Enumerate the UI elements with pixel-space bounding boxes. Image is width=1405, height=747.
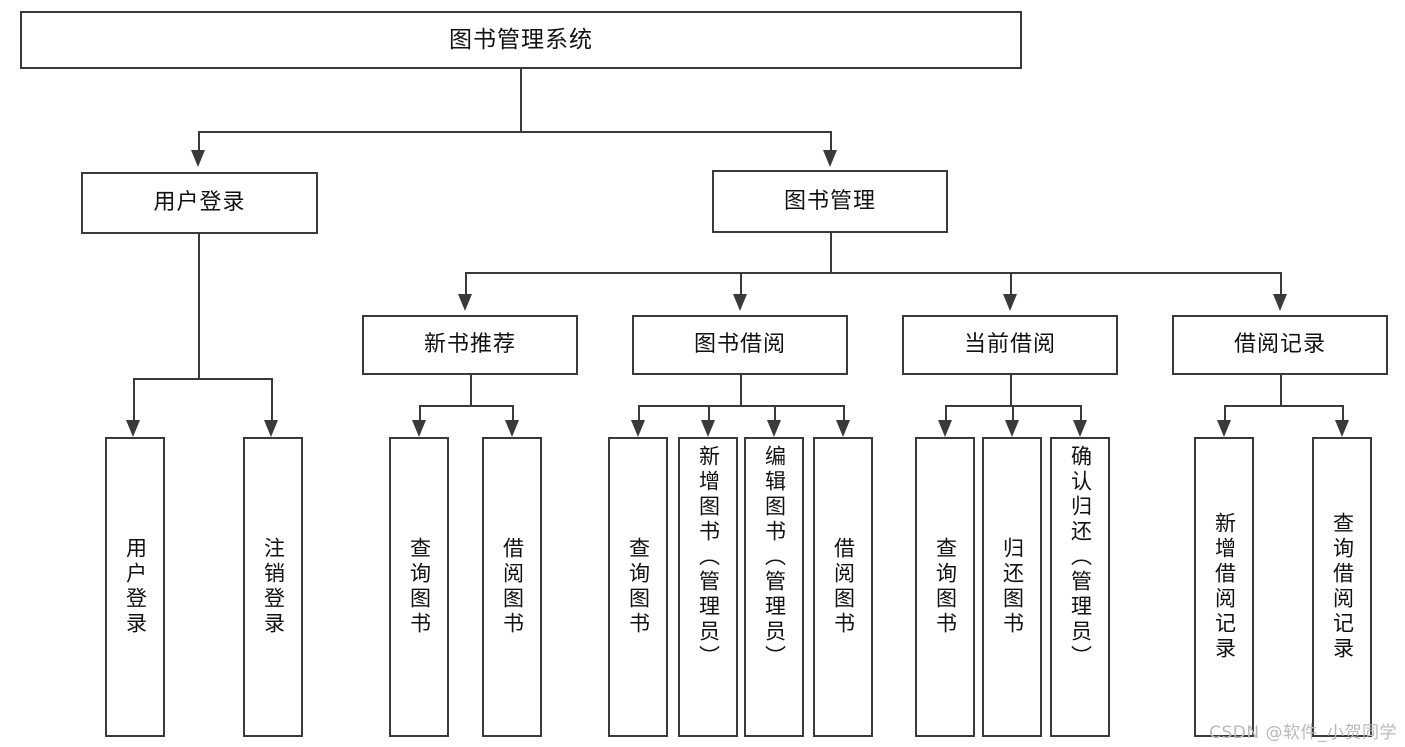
connector-book-borrow-bus — [638, 405, 843, 407]
connector-br-drop-2 — [1342, 405, 1344, 420]
connector-to-current-borrow — [1010, 272, 1012, 294]
node-leaf-user-login[interactable]: 用户登录 — [105, 437, 165, 737]
node-book-borrow[interactable]: 图书借阅 — [632, 315, 848, 375]
arrowhead-leaf-return-book — [1005, 420, 1019, 437]
connector-root-stem — [520, 69, 522, 131]
node-label: 当前借阅 — [963, 332, 1056, 358]
node-label: 确认归还（管理员） — [1068, 445, 1093, 670]
node-leaf-borrow-book-1[interactable]: 借阅图书 — [482, 437, 542, 737]
arrowhead-leaf-borrow-book-2 — [836, 420, 850, 437]
node-leaf-query-borrow-record[interactable]: 查询借阅记录 — [1312, 437, 1372, 737]
node-leaf-confirm-return-admin[interactable]: 确认归还（管理员） — [1050, 437, 1110, 737]
node-new-book-recommend[interactable]: 新书推荐 — [362, 315, 578, 375]
arrowhead-leaf-query-borrow-record — [1335, 420, 1349, 437]
connector-new-book-recommend-bus — [419, 405, 512, 407]
node-leaf-edit-book-admin[interactable]: 编辑图书（管理员） — [744, 437, 804, 737]
arrowhead-leaf-logout-login — [264, 420, 278, 437]
node-user-login[interactable]: 用户登录 — [81, 172, 318, 234]
node-label: 图书管理 — [783, 188, 876, 214]
connector-new-book-recommend-stem — [470, 375, 472, 405]
node-root-system[interactable]: 图书管理系统 — [20, 11, 1022, 69]
connector-user-login-stem — [198, 234, 200, 378]
arrowhead-leaf-add-book-admin — [701, 420, 715, 437]
node-label: 注销登录 — [261, 537, 286, 637]
node-leaf-add-borrow-record[interactable]: 新增借阅记录 — [1194, 437, 1254, 737]
arrowhead-leaf-borrow-book-1 — [505, 420, 519, 437]
arrowhead-new-book-recommend — [458, 294, 472, 311]
arrowhead-leaf-add-borrow-record — [1217, 420, 1231, 437]
connector-to-new-book-recommend — [465, 272, 467, 294]
node-leaf-query-book-3[interactable]: 查询图书 — [915, 437, 975, 737]
connector-cb-drop-2 — [1012, 405, 1014, 420]
node-book-manage[interactable]: 图书管理 — [712, 170, 948, 233]
node-label: 新增借阅记录 — [1212, 512, 1237, 662]
node-leaf-query-book-2[interactable]: 查询图书 — [608, 437, 668, 737]
node-label: 归还图书 — [1000, 537, 1025, 637]
arrowhead-current-borrow — [1003, 294, 1017, 311]
arrowhead-leaf-confirm-return-admin — [1073, 420, 1087, 437]
node-leaf-borrow-book-2[interactable]: 借阅图书 — [813, 437, 873, 737]
node-label: 查询图书 — [407, 537, 432, 637]
node-leaf-add-book-admin[interactable]: 新增图书（管理员） — [678, 437, 738, 737]
node-label: 用户登录 — [123, 537, 148, 637]
node-label: 编辑图书（管理员） — [762, 445, 787, 670]
node-label: 新增图书（管理员） — [696, 445, 721, 670]
connector-cb-drop-1 — [945, 405, 947, 420]
node-label: 查询借阅记录 — [1330, 512, 1355, 662]
csdn-watermark: CSDN @软件_小贺同学 — [1209, 723, 1397, 743]
connector-current-borrow-stem — [1010, 375, 1012, 405]
connector-book-borrow-stem — [740, 375, 742, 405]
arrowhead-leaf-edit-book-admin — [767, 420, 781, 437]
connector-nbr-drop-1 — [419, 405, 421, 420]
node-label: 借阅图书 — [500, 537, 525, 637]
arrowhead-leaf-query-book-1 — [412, 420, 426, 437]
arrowhead-leaf-user-login — [126, 420, 140, 437]
connector-bb-drop-2 — [708, 405, 710, 420]
connector-bb-drop-4 — [843, 405, 845, 420]
node-label: 图书借阅 — [693, 332, 786, 358]
node-leaf-logout-login[interactable]: 注销登录 — [243, 437, 303, 737]
arrowhead-user-login — [191, 150, 205, 167]
arrowhead-leaf-query-book-2 — [631, 420, 645, 437]
node-label: 查询图书 — [933, 537, 958, 637]
connector-to-borrow-record — [1280, 272, 1282, 294]
node-label: 查询图书 — [626, 537, 651, 637]
connector-user-login-left-drop — [133, 378, 135, 420]
connector-book-manage-stem — [830, 233, 832, 272]
connector-borrow-record-stem — [1280, 375, 1282, 405]
node-label: 图书管理系统 — [449, 26, 593, 53]
connector-cb-drop-3 — [1080, 405, 1082, 420]
node-label: 用户登录 — [153, 190, 246, 216]
node-label: 新书推荐 — [423, 332, 516, 358]
node-label: 借阅图书 — [831, 537, 856, 637]
node-borrow-record[interactable]: 借阅记录 — [1172, 315, 1388, 375]
connector-to-user-login — [198, 131, 200, 150]
arrowhead-leaf-query-book-3 — [938, 420, 952, 437]
node-leaf-return-book[interactable]: 归还图书 — [982, 437, 1042, 737]
connector-user-login-bus — [133, 378, 271, 380]
arrowhead-book-borrow — [733, 294, 747, 311]
arrowhead-borrow-record — [1273, 294, 1287, 311]
node-current-borrow[interactable]: 当前借阅 — [902, 315, 1118, 375]
connector-to-book-borrow — [740, 272, 742, 294]
node-label: 借阅记录 — [1233, 332, 1326, 358]
node-leaf-query-book-1[interactable]: 查询图书 — [389, 437, 449, 737]
connector-level3-bus — [465, 272, 1280, 274]
connector-borrow-record-bus — [1224, 405, 1342, 407]
connector-nbr-drop-2 — [512, 405, 514, 420]
connector-bb-drop-3 — [774, 405, 776, 420]
connector-bb-drop-1 — [638, 405, 640, 420]
connector-user-login-right-drop — [271, 378, 273, 420]
connector-br-drop-1 — [1224, 405, 1226, 420]
connector-level2-bus — [198, 131, 832, 133]
connector-to-book-manage — [830, 131, 832, 150]
arrowhead-book-manage — [823, 150, 837, 167]
